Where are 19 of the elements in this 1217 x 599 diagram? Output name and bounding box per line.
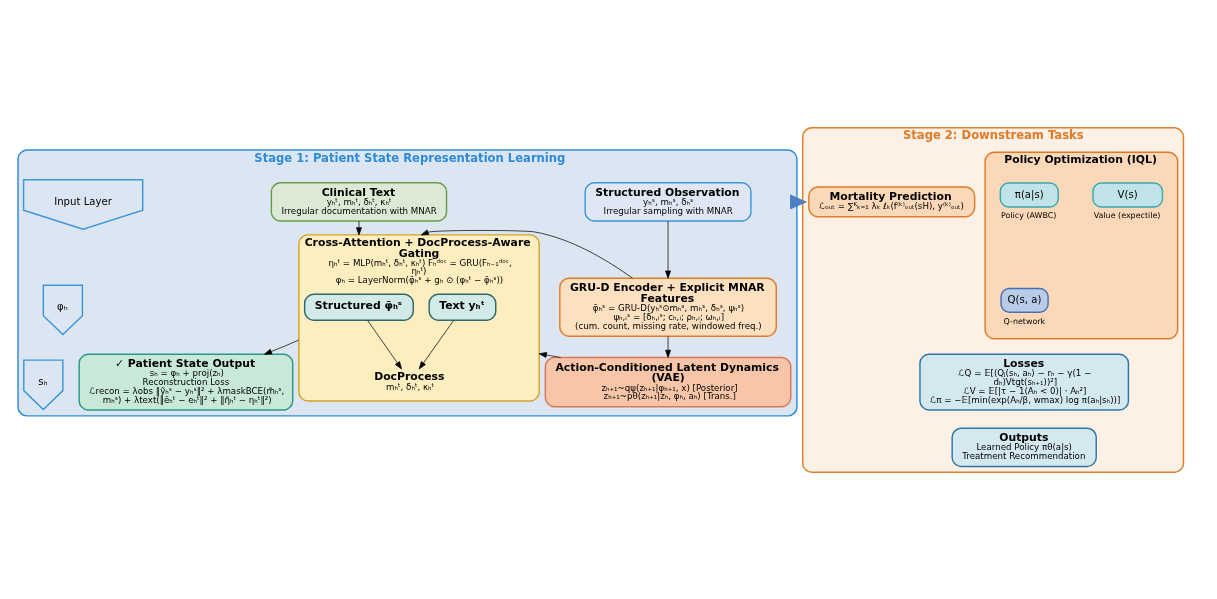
node-box: GRU-D Encoder + Explicit MNAR Features φ̄ₕˢ = GRU-D(yₕˢ⊙mₕˢ, mₕˢ, δₕˢ, ψₕˢ) ψₕ,ᵢˢ = [δₕ,ᵢˢ; cₕ,ᵢ; ρₕ,ᵢ; ωₕ,ᵢ] (cum. count, missing rate, windowed freq.)	[559, 277, 777, 337]
arrow	[665, 335, 671, 358]
node-box: Mortality Prediction ℒₒᵤₜ = ∑ᴷₖ₌₁ λₖ ℓₖ(f⁽ᵏ⁾ₒᵤₜ(sH), y⁽ᵏ⁾ₒᵤₜ)	[808, 185, 976, 217]
arrow	[665, 220, 671, 278]
node-box: Structured Observation yₕˢ, mₕˢ, δₕˢ Irregular sampling with MNAR	[584, 181, 752, 222]
arrow	[264, 339, 300, 355]
arrow	[420, 229, 633, 279]
node-box: Outputs Learned Policy πθ(a|s) Treatment Recommendation	[951, 426, 1097, 467]
node-box: Text yₕᵗ	[428, 293, 497, 321]
node-box: Losses ℒQ = 𝔼[(Qⱼ(sₕ, aₕ) − rₕ − γ(1 − dₕ)Vtgt(sₕ₊₁))²] ℒV = 𝔼[|τ − 1(Aₕ < 0)| · Aₕ²] ℒπ = −𝔼[min(exp(Aₕ/β, wmax) log π(aₕ|sₕ))]	[919, 353, 1130, 411]
node-text: DocProcess mₕᵗ, δₕᵗ, κₕᵗ	[374, 369, 445, 391]
arrow	[356, 220, 362, 235]
node-box: Clinical Text yₕᵗ, mₕᵗ, δₕᵗ, κₕᵗ Irregular documentation with MNAR	[270, 181, 448, 222]
arrow	[367, 319, 402, 369]
node-box: ✓ Patient State Output sₕ = φₕ + proj(zₕ) Reconstruction Loss ℒrecon = λobs ‖ỹₕˢ − yₕˢ‖² + λmaskBCE(m̃ₕˢ, mₕˢ) + λtext(‖ẽₕᵗ − eₕᵗ‖² + ‖η̃ₕᵗ − ηₕᵗ‖²)	[78, 353, 294, 411]
arrow	[418, 319, 454, 369]
arrow	[790, 193, 808, 209]
node-box: Structured φ̄ₕˢ	[303, 293, 414, 321]
arrow	[538, 351, 561, 358]
